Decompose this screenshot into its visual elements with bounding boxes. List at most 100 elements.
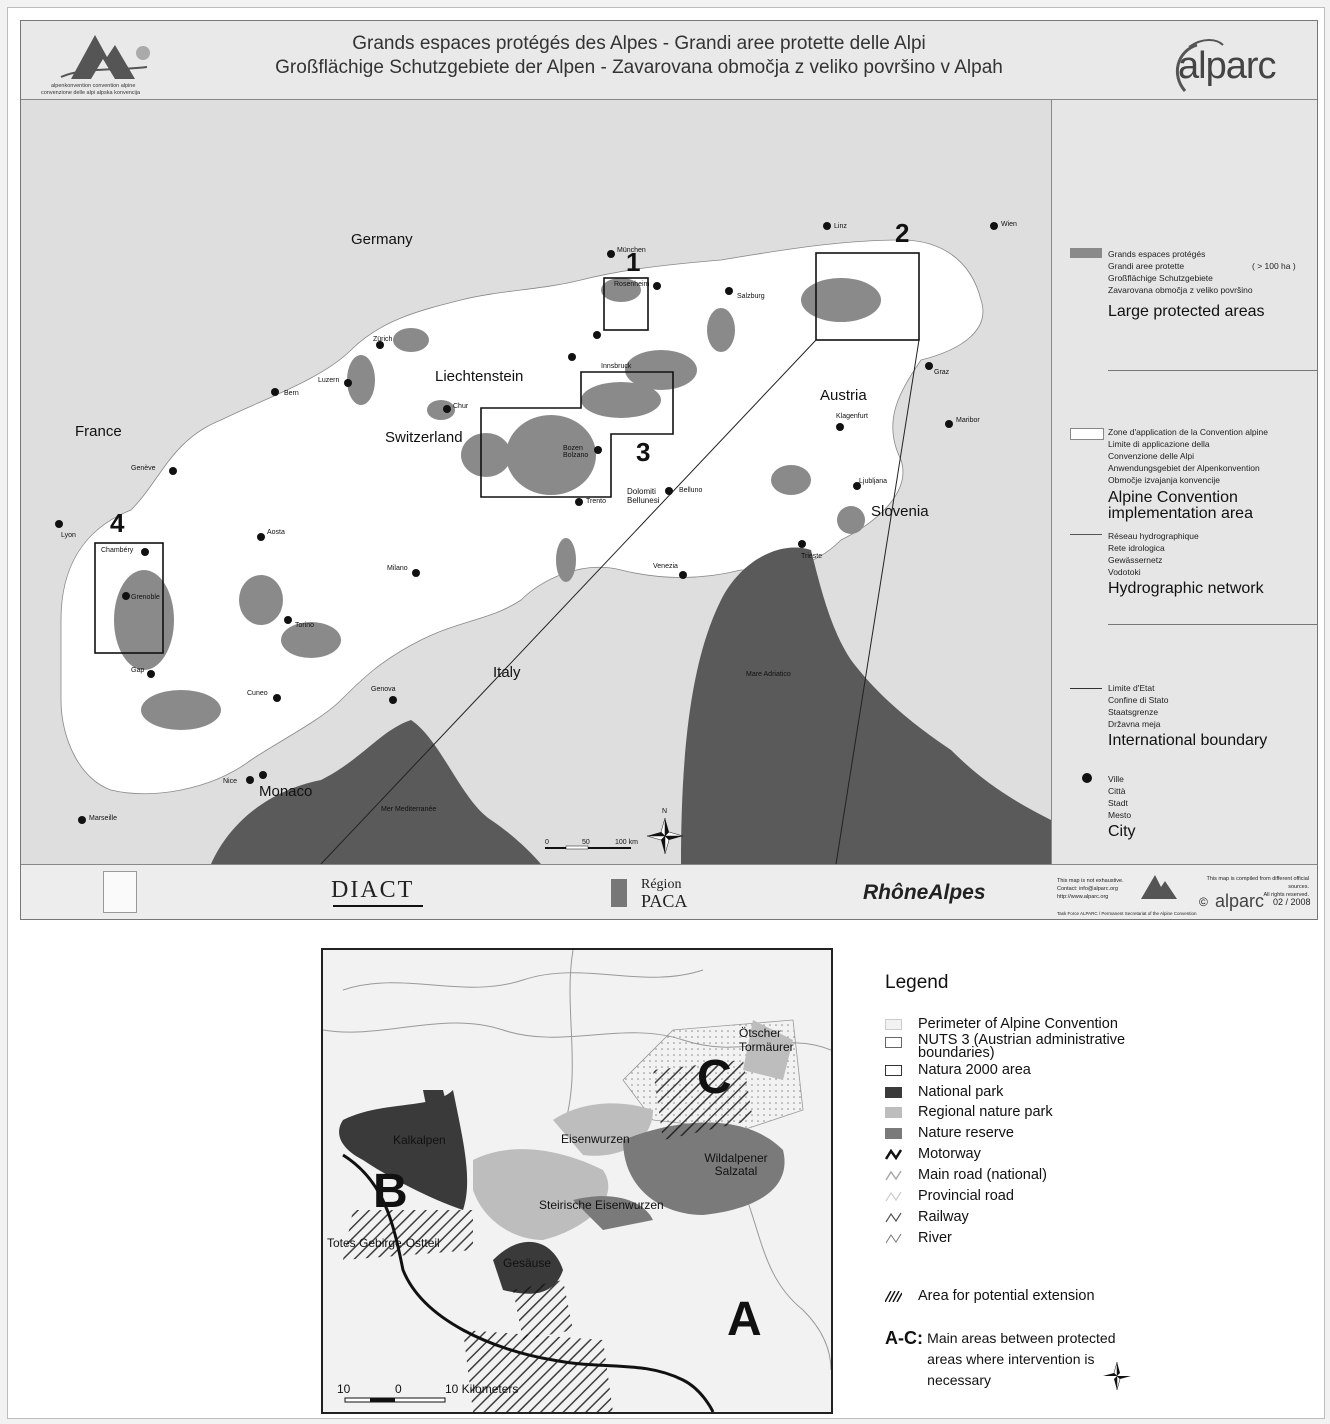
swatch-regional-park bbox=[885, 1107, 902, 1118]
area-wildalpener-salzatal: Wildalpener Salzatal bbox=[704, 1151, 768, 1178]
legend-label: Regional nature park bbox=[918, 1104, 1053, 1120]
legend-label: River bbox=[918, 1230, 952, 1246]
area-kalkalpen: Kalkalpen bbox=[393, 1133, 446, 1147]
legend-row-natura: Natura 2000 area bbox=[885, 1062, 1031, 1078]
city-label: Linz bbox=[834, 223, 847, 230]
area-oetscher-tormaeurer: Ötscher Tormäurer bbox=[739, 1026, 794, 1054]
city-label: Chur bbox=[453, 403, 469, 410]
city-label: Trieste bbox=[801, 553, 823, 560]
ac-text: Main areas between protected areas where… bbox=[927, 1330, 1116, 1388]
city-label: Nice bbox=[223, 778, 238, 785]
note-right: This map is compiled from different offi… bbox=[1206, 876, 1309, 898]
title-line-1: Grands espaces protégés des Alpes - Gran… bbox=[352, 33, 926, 54]
legend-row-railway: Railway bbox=[885, 1209, 969, 1225]
legend-label: Provincial road bbox=[918, 1188, 1014, 1204]
legend-row-regional-park: Regional nature park bbox=[885, 1104, 1053, 1120]
city-label: Aosta bbox=[267, 529, 285, 536]
inset-legend-title: Legend bbox=[885, 972, 949, 993]
main-map-canvas bbox=[21, 100, 1051, 864]
legend-label: Nature reserve bbox=[918, 1125, 1014, 1141]
legend-protected-size: ( > 100 ha ) bbox=[1252, 261, 1296, 271]
study-box-1 bbox=[603, 277, 649, 331]
city-label: Graz bbox=[934, 369, 950, 376]
map-date: 02 / 2008 bbox=[1273, 897, 1311, 907]
alparc-small-logo: alparc bbox=[1215, 891, 1265, 911]
legend-city-dot bbox=[1082, 773, 1092, 783]
ministry-logo-icon bbox=[103, 871, 137, 913]
legend-label: NUTS 3 (Austrian administrative boundari… bbox=[918, 1032, 1126, 1061]
legend-boundary-en: International boundary bbox=[1108, 732, 1268, 749]
diact-logo: DIACT bbox=[331, 877, 415, 903]
alpine-convention-logo-icon bbox=[60, 35, 150, 79]
title-line-2: Großflächige Schutzgebiete der Alpen - Z… bbox=[275, 57, 1003, 78]
ac-code: A-C: bbox=[885, 1328, 923, 1348]
city-label: Wien bbox=[1001, 221, 1017, 228]
logo-caption-2: convenzione delle alpi alpska konvencija bbox=[41, 90, 141, 96]
inset-scale-km: 10 Kilometers bbox=[445, 1382, 519, 1396]
legend-divider bbox=[1108, 624, 1317, 625]
river-line-icon bbox=[885, 1233, 902, 1244]
legend-row-perimeter: Perimeter of Alpine Convention bbox=[885, 1016, 1118, 1032]
legend-hydro-en: Hydrographic network bbox=[1108, 580, 1264, 597]
city-label: Innsbruck bbox=[601, 363, 632, 370]
country-austria: Austria bbox=[820, 387, 867, 404]
city-label: Dolomiti Bellunesi bbox=[627, 487, 660, 505]
sea-label-mediterranean: Mer Mediterranée bbox=[381, 806, 437, 813]
map-footer: DIACT Région PACA RhôneAlpes This map is… bbox=[21, 864, 1317, 919]
inset-map-canvas bbox=[323, 950, 831, 1412]
city-label: Rosenheim bbox=[614, 281, 650, 288]
city-label: Trento bbox=[586, 498, 606, 505]
region-paca-flag-icon bbox=[611, 879, 627, 907]
north-label: N bbox=[662, 808, 668, 815]
legend-swatch-protected bbox=[1070, 248, 1102, 258]
swatch-nuts3 bbox=[885, 1037, 902, 1048]
sea-label-adriatic: Mare Adriatico bbox=[746, 671, 791, 678]
legend-row-nature-reserve: Nature reserve bbox=[885, 1125, 1014, 1141]
inset-map: Kalkalpen Eisenwurzen Steirische Eisenwu… bbox=[321, 948, 833, 1414]
study-box-4 bbox=[94, 542, 164, 654]
legend-label: Natura 2000 area bbox=[918, 1062, 1031, 1078]
city-label: Gap bbox=[131, 667, 145, 674]
legend-row-river: River bbox=[885, 1230, 952, 1246]
legend-boundary-multilang: Limite d'Etat Confine di Stato Staatsgre… bbox=[1108, 683, 1169, 729]
inset-scale-10: 10 bbox=[337, 1382, 351, 1396]
scale-label-0: 0 bbox=[545, 839, 549, 846]
legend-label: Area for potential extension bbox=[918, 1288, 1095, 1304]
city-label: München bbox=[617, 247, 646, 254]
legend-divider bbox=[1108, 370, 1317, 371]
city-label: Klagenfurt bbox=[836, 413, 868, 420]
legend-row-provincial-road: Provincial road bbox=[885, 1188, 1014, 1204]
area-gesaeuse: Gesäuse bbox=[503, 1256, 552, 1270]
legend-protected-en: Large protected areas bbox=[1108, 303, 1265, 320]
legend-city-en: City bbox=[1108, 823, 1136, 840]
legend-convention-en: Alpine Convention implementation area bbox=[1108, 489, 1253, 522]
north-arrow-icon bbox=[1103, 1361, 1131, 1391]
city-label: Milano bbox=[387, 565, 408, 572]
box-number-4: 4 bbox=[110, 508, 125, 538]
diact-underline bbox=[333, 905, 423, 907]
main-road-line-icon bbox=[885, 1170, 902, 1181]
region-label: Région bbox=[641, 877, 682, 892]
alpine-convention-small-logo-icon bbox=[1141, 875, 1177, 899]
legend-row-national-park: National park bbox=[885, 1084, 1003, 1100]
area-eisenwurzen: Eisenwurzen bbox=[561, 1132, 630, 1146]
city-label: Bozen Bolzano bbox=[563, 445, 589, 459]
area-steirische-eisenwurzen: Steirische Eisenwurzen bbox=[539, 1198, 664, 1212]
legend-hydro-multilang: Réseau hydrographique Rete idrologica Ge… bbox=[1108, 531, 1199, 577]
legend-city-multilang: Ville Città Stadt Mesto bbox=[1108, 774, 1132, 820]
city-label: Belluno bbox=[679, 487, 703, 494]
swatch-perimeter bbox=[885, 1019, 902, 1030]
alparc-swirl-icon bbox=[1175, 39, 1224, 92]
legend-row-motorway: Motorway bbox=[885, 1146, 981, 1162]
railway-line-icon bbox=[885, 1212, 902, 1223]
box-number-2: 2 bbox=[895, 218, 910, 248]
legend-protected-multilang: Grands espaces protégés Grandi aree prot… bbox=[1108, 249, 1253, 295]
legend-label: National park bbox=[918, 1084, 1004, 1100]
city-label: Lyon bbox=[61, 532, 76, 539]
country-liechtenstein: Liechtenstein bbox=[435, 368, 524, 385]
swatch-natura bbox=[885, 1065, 902, 1076]
city-label: Bern bbox=[284, 390, 299, 397]
hatch-swatch-icon bbox=[885, 1291, 902, 1302]
city-label: Cuneo bbox=[247, 690, 268, 697]
city-label: Venezia bbox=[653, 563, 678, 570]
